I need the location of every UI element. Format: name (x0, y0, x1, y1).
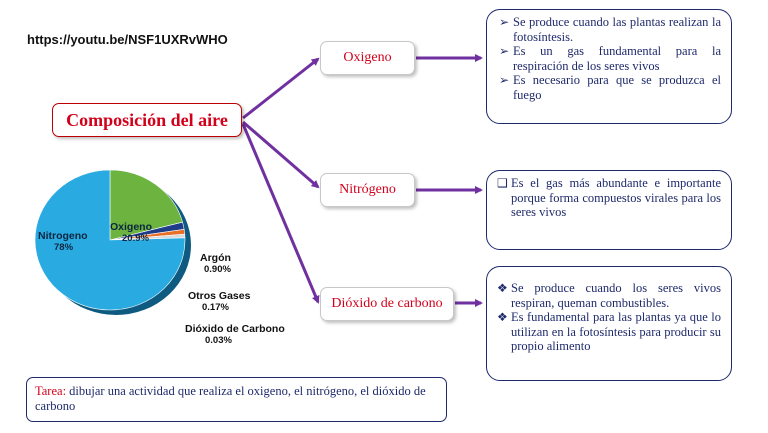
dioxido-description-box: ❖Se produce cuando los seres vivos respi… (486, 266, 732, 381)
list-item: ❑Es el gas más abundante e importante po… (497, 176, 721, 219)
pie-slice-nitrogeno (34, 169, 186, 311)
air-composition-pie-chart (34, 169, 191, 315)
arrow-main-to-oxigeno (242, 57, 320, 120)
diamond-bullet-icon: ❖ (497, 281, 508, 295)
node-oxigeno: Oxigeno (320, 41, 415, 75)
pie-label-dioxido: Dióxido de Carbono 0.03% (185, 323, 285, 346)
pie-label-argon: Argón 0.90% (200, 252, 231, 275)
list-item: ❖Es fundamental para las plantas ya que … (497, 310, 721, 353)
arrow-bullet-icon: ➢ (499, 15, 510, 29)
list-item: ➢Se produce cuando las plantas realizan … (499, 15, 721, 44)
homework-label: Tarea: (35, 384, 67, 398)
square-bullet-icon: ❑ (497, 176, 508, 190)
node-dioxido-label: Dióxido de carbono (331, 296, 443, 311)
arrow-main-to-dioxido (241, 123, 320, 304)
list-item: ➢Es necesario para que se produzca el fu… (499, 73, 721, 102)
main-topic-box: Composición del aire (52, 103, 242, 137)
pie-label-oxigeno: Oxigeno 20.9% (110, 221, 153, 244)
node-nitrogeno-label: Nitrógeno (339, 182, 396, 197)
pie-label-otros: Otros Gases 0.17% (188, 290, 251, 313)
homework-text: dibujar una actividad que realiza el oxi… (35, 384, 426, 413)
nitrogeno-description-box: ❑Es el gas más abundante e importante po… (486, 170, 732, 250)
diamond-bullet-icon: ❖ (497, 310, 508, 324)
oxigeno-description-box: ➢Se produce cuando las plantas realizan … (486, 9, 732, 124)
arrow-bullet-icon: ➢ (499, 73, 510, 87)
pie-slice-oxigeno (109, 169, 183, 241)
pie-slices (34, 169, 186, 311)
arrow-bullet-icon: ➢ (499, 44, 510, 58)
node-oxigeno-label: Oxigeno (343, 50, 392, 65)
list-item: ➢Es un gas fundamental para la respiraci… (499, 44, 721, 73)
main-topic-title: Composición del aire (66, 109, 228, 130)
node-dioxido: Dióxido de carbono (320, 287, 454, 321)
homework-box: Tarea: dibujar una actividad que realiza… (26, 377, 447, 422)
video-url[interactable]: https://youtu.be/NSF1UXRvWHO (27, 32, 228, 47)
arrow-main-to-nitrogeno (242, 120, 320, 189)
pie-label-nitrogeno: Nitrogeno 78% (38, 230, 88, 253)
list-item: ❖Se produce cuando los seres vivos respi… (497, 281, 721, 310)
node-nitrogeno: Nitrógeno (320, 173, 415, 207)
